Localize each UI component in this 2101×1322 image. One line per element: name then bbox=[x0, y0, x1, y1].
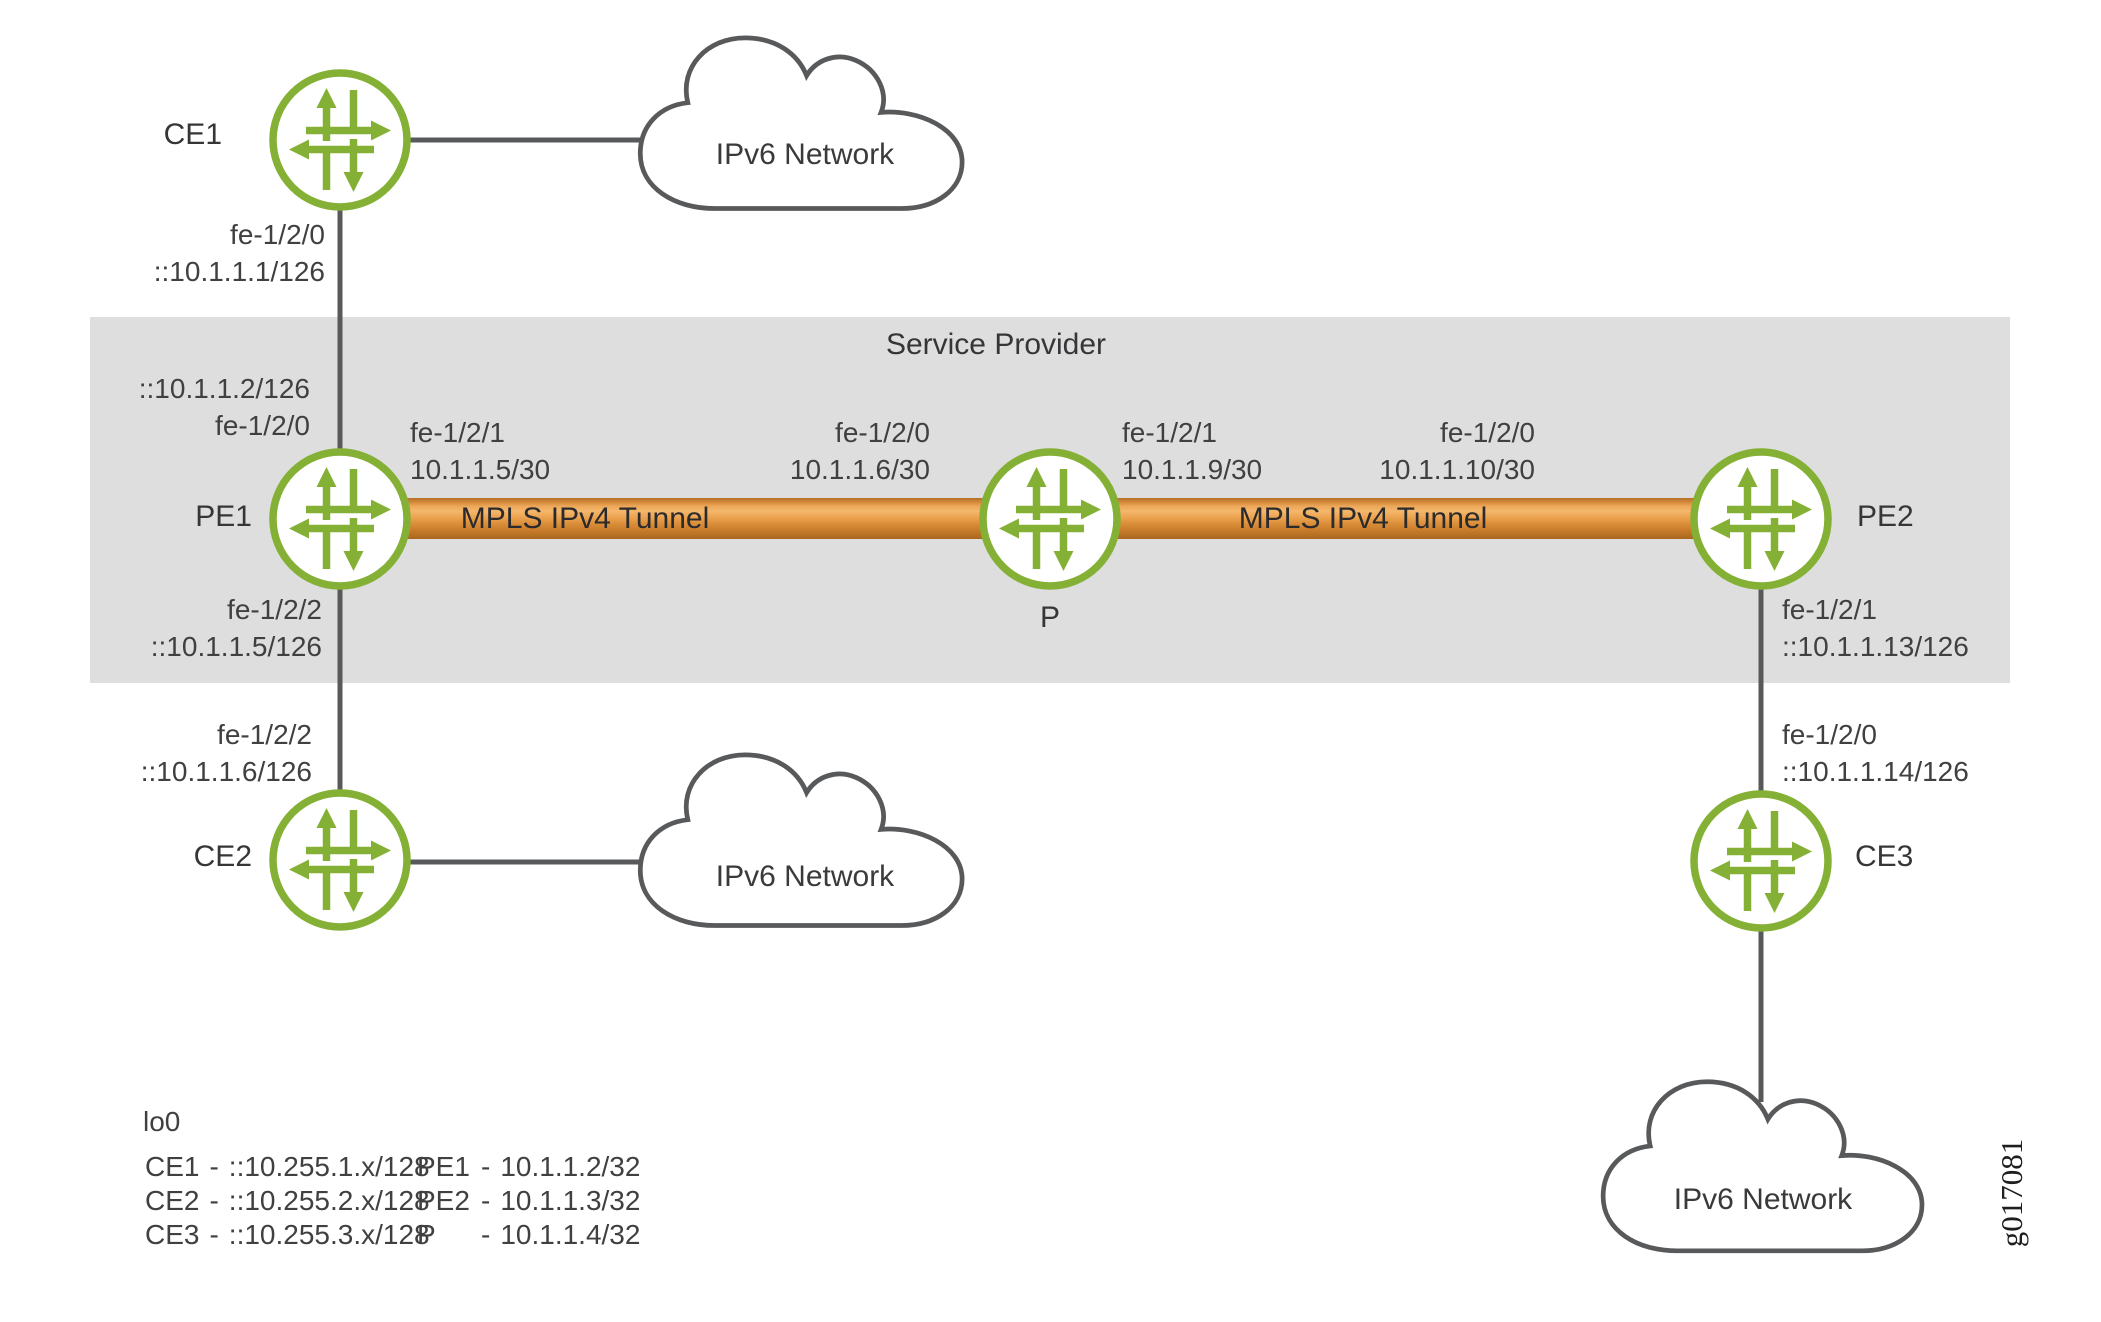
ipv6-cloud-top bbox=[640, 38, 962, 209]
interface-address: ::10.1.1.2/126 bbox=[138, 373, 310, 404]
interface-label-pe1-up: ::10.1.1.2/126 fe-1/2/0 bbox=[60, 370, 310, 444]
interface-label-p-right: fe-1/2/1 10.1.1.9/30 bbox=[1122, 414, 1372, 488]
link-lines bbox=[337, 137, 1764, 1102]
interface-address: ::10.1.1.5/126 bbox=[150, 631, 322, 662]
router-label-p: P bbox=[1039, 601, 1060, 634]
interface-label-p-left: fe-1/2/0 10.1.1.6/30 bbox=[680, 414, 930, 488]
interface-address: 10.1.1.6/30 bbox=[789, 454, 930, 485]
interface-name: fe-1/2/0 bbox=[230, 219, 325, 250]
interface-name: fe-1/2/0 bbox=[215, 410, 310, 441]
interface-address: ::10.1.1.1/126 bbox=[153, 256, 325, 287]
legend-separator: - bbox=[481, 1151, 491, 1182]
legend-router: CE2 bbox=[145, 1185, 200, 1216]
legend-address: 10.1.1.3/32 bbox=[500, 1185, 641, 1216]
router-icon-ce3 bbox=[1694, 794, 1828, 928]
interface-address: ::10.1.1.14/126 bbox=[1782, 756, 1969, 787]
interface-name: fe-1/2/1 bbox=[410, 417, 505, 448]
router-icon-pe2 bbox=[1694, 452, 1828, 586]
legend-separator: - bbox=[481, 1219, 491, 1250]
legend-router: PE2 bbox=[417, 1185, 470, 1216]
ipv6-cloud-bottom-left bbox=[640, 755, 962, 926]
legend-router: PE1 bbox=[417, 1151, 470, 1182]
interface-name: fe-1/2/0 bbox=[1782, 719, 1877, 750]
cloud-label-bottom-right: IPv6 Network bbox=[1673, 1183, 1853, 1216]
router-icon-ce2 bbox=[273, 793, 407, 927]
legend-row: P - 10.1.1.4/32 bbox=[417, 1218, 640, 1252]
interface-name: fe-1/2/1 bbox=[1782, 594, 1877, 625]
interface-address: 10.1.1.9/30 bbox=[1122, 454, 1263, 485]
router-label-ce3: CE3 bbox=[1855, 840, 1914, 873]
legend-separator: - bbox=[209, 1151, 219, 1182]
ipv6-cloud-bottom-right bbox=[1603, 1082, 1922, 1251]
legend-column-ce: CE1 - ::10.255.1.x/128 CE2 - ::10.255.2.… bbox=[145, 1150, 430, 1252]
interface-label-ce2-up: fe-1/2/2 ::10.1.1.6/126 bbox=[62, 716, 312, 790]
legend-address: 10.1.1.2/32 bbox=[500, 1151, 641, 1182]
interface-name: fe-1/2/0 bbox=[835, 417, 930, 448]
interface-label-pe2-left: fe-1/2/0 10.1.1.10/30 bbox=[1285, 414, 1535, 488]
interface-address: ::10.1.1.6/126 bbox=[140, 756, 312, 787]
legend-router: CE3 bbox=[145, 1219, 200, 1250]
legend-row: CE2 - ::10.255.2.x/128 bbox=[145, 1184, 430, 1218]
router-icon-pe1 bbox=[273, 452, 407, 586]
interface-label-pe1-right: fe-1/2/1 10.1.1.5/30 bbox=[410, 414, 660, 488]
interface-address: 10.1.1.10/30 bbox=[1379, 454, 1535, 485]
legend-address: 10.1.1.4/32 bbox=[500, 1219, 641, 1250]
router-label-ce1: CE1 bbox=[163, 118, 222, 151]
cloud-label-top: IPv6 Network bbox=[715, 138, 895, 171]
service-provider-title: Service Provider bbox=[885, 328, 1107, 361]
tunnel-label-left: MPLS IPv4 Tunnel bbox=[460, 502, 710, 535]
legend-router: P bbox=[417, 1219, 436, 1250]
interface-label-pe1-down: fe-1/2/2 ::10.1.1.5/126 bbox=[72, 591, 322, 665]
interface-label-pe2-down: fe-1/2/1 ::10.1.1.13/126 bbox=[1782, 591, 2042, 665]
legend-address: ::10.255.1.x/128 bbox=[228, 1151, 430, 1182]
interface-name: fe-1/2/2 bbox=[217, 719, 312, 750]
interface-label-ce3-up: fe-1/2/0 ::10.1.1.14/126 bbox=[1782, 716, 2042, 790]
cloud-label-bottom-left: IPv6 Network bbox=[715, 860, 895, 893]
router-icon-ce1 bbox=[273, 73, 407, 207]
interface-label-ce1-down: fe-1/2/0 ::10.1.1.1/126 bbox=[75, 216, 325, 290]
legend-separator: - bbox=[481, 1185, 491, 1216]
legend-router: CE1 bbox=[145, 1151, 200, 1182]
legend-column-pe: PE1 - 10.1.1.2/32 PE2 - 10.1.1.3/32 P - … bbox=[417, 1150, 640, 1252]
interface-name: fe-1/2/0 bbox=[1440, 417, 1535, 448]
legend-row: PE2 - 10.1.1.3/32 bbox=[417, 1184, 640, 1218]
router-label-pe2: PE2 bbox=[1857, 500, 1914, 533]
interface-name: fe-1/2/2 bbox=[227, 594, 322, 625]
legend-row: PE1 - 10.1.1.2/32 bbox=[417, 1150, 640, 1184]
interface-address: ::10.1.1.13/126 bbox=[1782, 631, 1969, 662]
router-label-ce2: CE2 bbox=[193, 840, 252, 873]
legend-address: ::10.255.2.x/128 bbox=[228, 1185, 430, 1216]
legend-row: CE1 - ::10.255.1.x/128 bbox=[145, 1150, 430, 1184]
legend-row: CE3 - ::10.255.3.x/128 bbox=[145, 1218, 430, 1252]
tunnel-label-right: MPLS IPv4 Tunnel bbox=[1238, 502, 1488, 535]
legend-separator: - bbox=[209, 1219, 219, 1250]
legend-address: ::10.255.3.x/128 bbox=[228, 1219, 430, 1250]
legend-title: lo0 bbox=[143, 1106, 181, 1137]
legend-separator: - bbox=[209, 1185, 219, 1216]
interface-name: fe-1/2/1 bbox=[1122, 417, 1217, 448]
figure-id: g017081 bbox=[1994, 1138, 2029, 1248]
router-label-pe1: PE1 bbox=[195, 500, 252, 533]
router-icon-p bbox=[983, 452, 1117, 586]
interface-address: 10.1.1.5/30 bbox=[410, 454, 551, 485]
